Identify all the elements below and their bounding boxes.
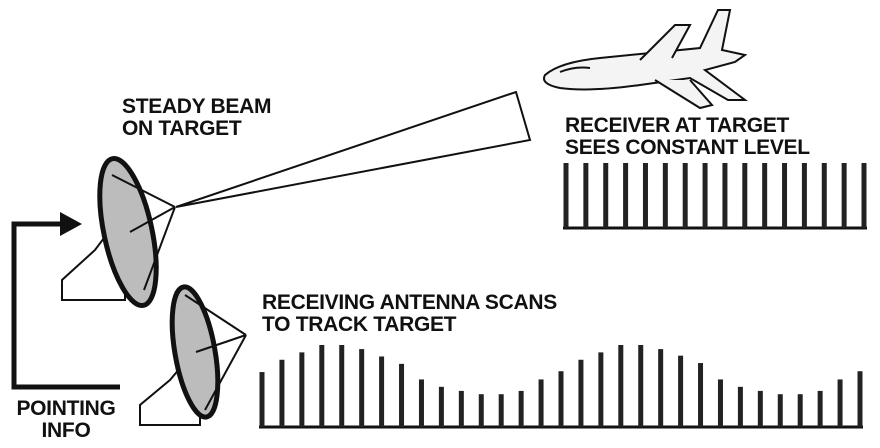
pulse-bar (662, 163, 668, 228)
pulse-bar (698, 363, 704, 427)
label-line: INFO (41, 419, 91, 442)
pulse-bar (438, 386, 444, 427)
scanning-label: RECEIVING ANTENNA SCANS TO TRACK TARGET (262, 292, 557, 336)
pulse-bar (359, 349, 365, 427)
pulse-bar (638, 345, 644, 427)
pulse-bar (658, 349, 664, 427)
label-line: STEADY BEAM (122, 95, 272, 118)
pulse-bar (259, 372, 265, 427)
pulse-bar (418, 379, 424, 427)
pulse-bar (498, 394, 504, 427)
pulse-bar (379, 356, 385, 427)
constant-level-pulse-train (563, 163, 867, 230)
pulse-bar (279, 359, 285, 427)
label-line: SEES CONSTANT LEVEL (565, 136, 810, 159)
receiver-label: RECEIVER AT TARGET SEES CONSTANT LEVEL (565, 115, 810, 159)
pulse-bar (821, 163, 827, 228)
pulse-bar (399, 363, 405, 427)
pulse-bar (841, 163, 847, 228)
pulse-bar (762, 163, 768, 228)
pulse-bar (618, 345, 624, 427)
pointing-info-label: POINTING INFO (2, 398, 130, 442)
pulse-bar (478, 394, 484, 427)
pulse-bar (583, 163, 589, 228)
receiving-antenna-icon (139, 284, 247, 426)
pulse-bar (777, 394, 783, 427)
pulse-bar (538, 379, 544, 427)
pulse-bar (558, 371, 564, 427)
pulse-bar (598, 352, 604, 427)
target-aircraft-icon (543, 9, 748, 110)
pulse-bar (857, 371, 863, 427)
pulse-bar (837, 379, 843, 427)
label-line: RECEIVER AT TARGET (565, 114, 790, 137)
steady-beam-label: STEADY BEAM ON TARGET (122, 96, 271, 140)
pulse-bar (742, 163, 748, 228)
pulse-bar (623, 163, 629, 228)
pulse-bar (782, 163, 788, 228)
pointing-info-arrow-icon (11, 212, 120, 390)
pulse-bar (603, 163, 609, 228)
pulse-bar (319, 345, 325, 427)
steady-beam (175, 90, 532, 208)
transmitting-antenna-icon (61, 155, 176, 309)
label-line: POINTING (16, 397, 116, 420)
pulse-bar (458, 390, 464, 427)
pulse-bar (299, 352, 305, 427)
label-line: RECEIVING ANTENNA SCANS (262, 291, 557, 314)
pulse-bar (757, 390, 763, 427)
label-line: ON TARGET (122, 117, 242, 140)
pulse-bar (578, 359, 584, 427)
pulse-bar (642, 163, 648, 228)
pulse-bar (518, 390, 524, 427)
pulse-bar (682, 163, 688, 228)
pulse-bar (861, 163, 867, 228)
pulse-bar (817, 390, 823, 427)
label-line: TO TRACK TARGET (262, 313, 457, 336)
pulse-bar (801, 163, 807, 228)
pulse-bar (737, 386, 743, 427)
pulse-bar (722, 163, 728, 228)
scanning-pulse-train (259, 345, 863, 429)
pulse-bar (678, 355, 684, 427)
pulse-bar (797, 394, 803, 427)
pulse-bar (339, 345, 345, 427)
pulse-bar (717, 379, 723, 427)
pulse-bar (563, 163, 569, 228)
pulse-bar (702, 163, 708, 228)
